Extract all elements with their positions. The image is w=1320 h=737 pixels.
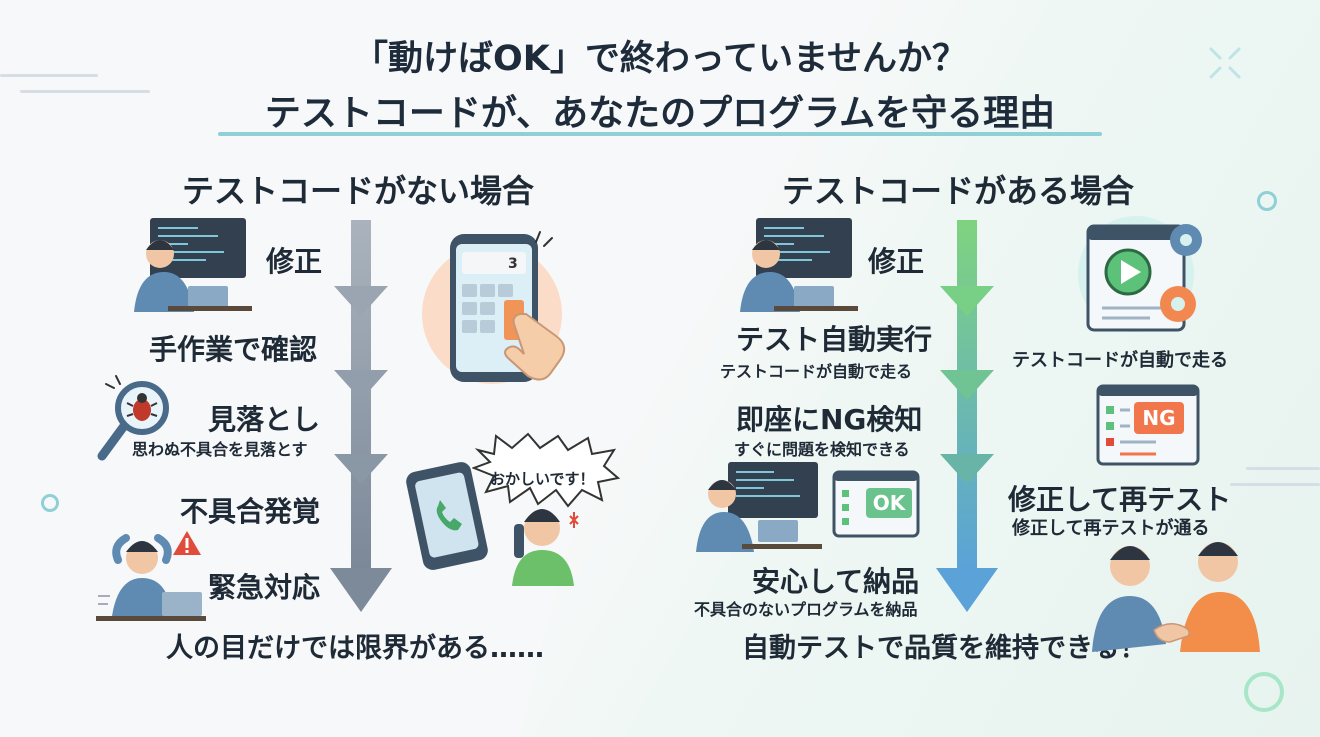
right-step-ng-detect-sub: すぐに問題を検知できる [734,440,910,459]
left-step-oversight: 見落とし [208,403,321,436]
developer-at-monitor-illustration [134,218,252,312]
page-title-line1: 「動けばOK」で終わっていませんか？ [352,39,968,79]
page-title-line2: テストコードが、あなたのプログラムを守る理由 [264,93,1056,134]
left-step-oversight-sub: 思わぬ不具合を見落とす [132,440,308,459]
left-step-bug-found: 不具合発覚 [180,495,321,528]
panicking-developer-illustration [96,534,206,621]
right-step-ng-detect: 即座にNG検知 [736,403,923,436]
ok-badge: OK [866,488,912,518]
decor-line [1230,483,1320,486]
title-underline [218,132,1102,136]
ng-badge: NG [1134,402,1184,434]
left-bottom-message: 人の目だけでは限界がある…… [166,633,544,664]
developer-at-monitor-illustration [740,218,858,312]
warning-icon [173,531,201,555]
calculator-display-value: 3 [508,256,518,272]
handshake-illustration [1092,542,1260,652]
decor-ring [41,494,59,512]
sparkle-icon [1209,47,1241,79]
right-step-retest-sub: 修正して再テストが通る [1012,518,1210,539]
speech-bubble-spiky [472,432,620,508]
decor-line [1246,467,1320,470]
right-bottom-message: 自動テストで品質を維持できる！ [742,633,1147,664]
speech-bubble-text: おかしいです！ [490,470,595,488]
magnifier-bug-icon [97,375,169,461]
gear-icon [1160,286,1196,322]
automated-test-run-illustration [1078,216,1202,332]
decor-line [20,90,150,93]
right-step-auto-test-sub: テストコードが自動で走る [720,362,913,381]
phone-call-icon [406,462,488,570]
gear-icon [1170,224,1202,256]
developer-fixing-illustration [696,462,822,552]
right-step-deliver-sub: 不具合のないプログラムを納品 [694,600,918,619]
left-step-emergency: 緊急対応 [208,571,321,604]
right-heading: テストコードがある場合 [782,172,1135,210]
left-step-manual-check: 手作業で確認 [149,333,318,366]
right-step-retest: 修正して再テスト [1008,483,1232,516]
decor-line [0,74,98,77]
angry-customer-illustration [512,509,579,586]
right-step-deliver: 安心して納品 [752,565,920,598]
left-heading: テストコードがない場合 [182,172,535,210]
decor-ring [1244,672,1284,712]
right-step-fix: 修正 [868,245,925,278]
left-flow-arrow [330,220,392,612]
right-flow-arrow [936,220,998,612]
left-step-fix: 修正 [266,245,323,278]
auto-run-caption: テストコードが自動で走る [1012,350,1228,371]
right-step-auto-test: テスト自動実行 [736,323,933,356]
calculator-phone-illustration [422,231,566,384]
decor-ring [1257,191,1277,211]
